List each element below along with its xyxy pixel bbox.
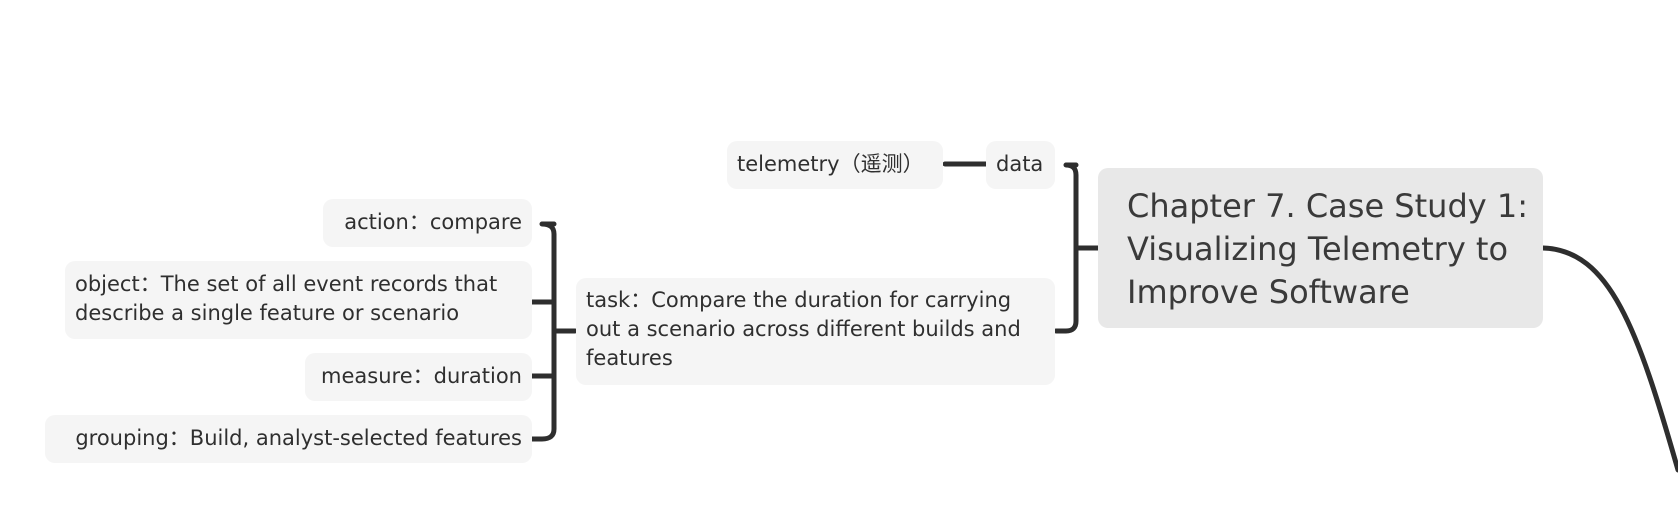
topic-task-line: task：Compare the duration for carrying <box>586 288 1012 312</box>
connector-central-bracket <box>1053 162 1101 334</box>
topic-task[interactable]: task：Compare the duration for carrying o… <box>576 278 1055 385</box>
topic-telemetry-label: telemetry（遥测） <box>737 152 924 176</box>
topic-telemetry[interactable]: telemetry（遥测） <box>727 141 943 189</box>
topic-action-label: action：compare <box>344 210 522 234</box>
central-topic[interactable]: Chapter 7. Case Study 1: Visualizing Tel… <box>1098 168 1543 328</box>
topic-object-line: describe a single feature or scenario <box>75 301 460 325</box>
topic-task-line: features <box>586 346 673 370</box>
topic-object-line: object：The set of all event records that <box>75 272 498 296</box>
central-topic-line: Visualizing Telemetry to <box>1127 230 1509 268</box>
topic-data[interactable]: data <box>986 141 1055 189</box>
central-topic-line: Improve Software <box>1127 273 1410 311</box>
central-topic-line: Chapter 7. Case Study 1: <box>1127 187 1528 225</box>
topic-measure-label: measure：duration <box>321 364 522 388</box>
connector-central-to-offscreen <box>1540 245 1678 473</box>
topic-grouping[interactable]: grouping：Build, analyst-selected feature… <box>45 415 532 463</box>
topic-action[interactable]: action：compare <box>323 199 532 247</box>
topic-data-label: data <box>996 152 1044 176</box>
topic-task-line: out a scenario across different builds a… <box>586 317 1021 341</box>
topic-grouping-label: grouping：Build, analyst-selected feature… <box>75 426 522 450</box>
topic-object[interactable]: object：The set of all event records that… <box>65 261 532 339</box>
connector-task-bracket <box>528 221 578 442</box>
topic-measure[interactable]: measure：duration <box>305 353 532 401</box>
